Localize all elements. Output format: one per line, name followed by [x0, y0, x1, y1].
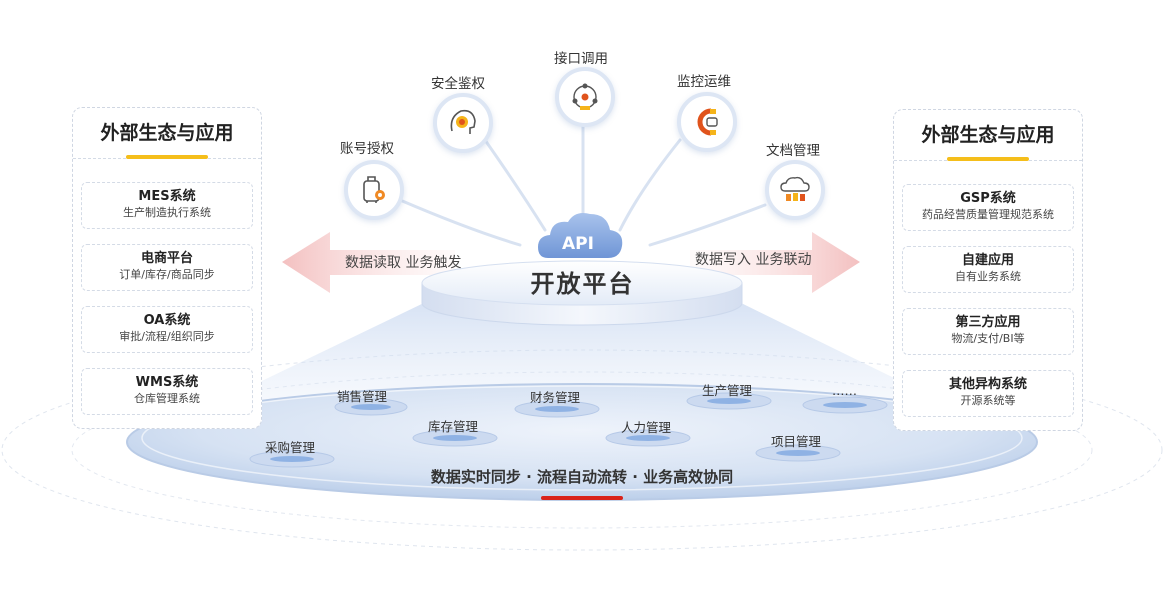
network-icon — [555, 67, 615, 127]
right-card-self-built[interactable]: 自建应用 自有业务系统 — [902, 246, 1074, 293]
card-subtitle: 自有业务系统 — [955, 270, 1021, 283]
left-panel-title-underline — [126, 155, 208, 159]
right-panel-title: 外部生态与应用 — [894, 110, 1082, 161]
module-purchase[interactable]: 采购管理 — [265, 440, 316, 455]
left-panel-title: 外部生态与应用 — [73, 108, 261, 159]
api-cloud-label: API — [562, 234, 594, 254]
module-sales[interactable]: 销售管理 — [337, 389, 388, 404]
right-card-heterogeneous[interactable]: 其他异构系统 开源系统等 — [902, 370, 1074, 417]
left-ecosystem-panel: 外部生态与应用 MES系统 生产制造执行系统 电商平台 订单/库存/商品同步 O… — [72, 107, 262, 429]
module-finance[interactable]: 财务管理 — [530, 390, 581, 405]
luggage-icon — [344, 160, 404, 220]
left-card-ecommerce[interactable]: 电商平台 订单/库存/商品同步 — [81, 244, 253, 291]
card-title: GSP系统 — [960, 191, 1016, 206]
card-subtitle: 生产制造执行系统 — [123, 206, 211, 219]
api-call-node[interactable] — [555, 67, 615, 127]
monitoring-label: 监控运维 — [677, 74, 731, 90]
left-card-oa[interactable]: OA系统 审批/流程/组织同步 — [81, 306, 253, 353]
module-project[interactable]: 项目管理 — [771, 434, 822, 449]
right-ecosystem-panel: 外部生态与应用 GSP系统 药品经营质量管理规范系统 自建应用 自有业务系统 第… — [893, 109, 1083, 431]
card-title: WMS系统 — [135, 375, 199, 390]
card-subtitle: 药品经营质量管理规范系统 — [922, 208, 1054, 221]
left-card-wms[interactable]: WMS系统 仓库管理系统 — [81, 368, 253, 415]
card-title: 自建应用 — [961, 253, 1014, 268]
shield-head-icon — [433, 93, 493, 153]
cloud-database-icon — [765, 160, 825, 220]
monitoring-node[interactable] — [677, 92, 737, 152]
card-title: 第三方应用 — [955, 315, 1021, 330]
docs-node[interactable] — [765, 160, 825, 220]
security-auth-node[interactable] — [433, 93, 493, 153]
module-inventory[interactable]: 库存管理 — [428, 419, 479, 434]
module-hr[interactable]: 人力管理 — [621, 420, 672, 435]
account-auth-node[interactable] — [344, 160, 404, 220]
docs-label: 文档管理 — [766, 143, 820, 159]
card-title: 其他异构系统 — [948, 377, 1027, 392]
card-subtitle: 审批/流程/组织同步 — [119, 330, 215, 343]
api-call-label: 接口调用 — [554, 51, 608, 67]
magnet-icon — [677, 92, 737, 152]
card-subtitle: 开源系统等 — [960, 394, 1016, 407]
card-subtitle: 物流/支付/BI等 — [951, 332, 1025, 345]
right-flow-text: 数据写入 业务联动 — [695, 252, 812, 268]
bottom-slogan: 数据实时同步 · 流程自动流转 · 业务高效协同 — [430, 468, 734, 486]
card-subtitle: 订单/库存/商品同步 — [119, 268, 215, 281]
left-card-mes[interactable]: MES系统 生产制造执行系统 — [81, 182, 253, 229]
right-card-third-party[interactable]: 第三方应用 物流/支付/BI等 — [902, 308, 1074, 355]
module-more: …… — [832, 383, 857, 398]
account-auth-label: 账号授权 — [340, 141, 394, 157]
open-platform-title: 开放平台 — [530, 270, 635, 298]
module-production[interactable]: 生产管理 — [702, 383, 753, 398]
left-flow-text: 数据读取 业务触发 — [345, 255, 462, 271]
card-subtitle: 仓库管理系统 — [134, 392, 200, 405]
security-auth-label: 安全鉴权 — [431, 76, 485, 92]
right-panel-title-underline — [947, 157, 1029, 161]
card-title: OA系统 — [143, 313, 191, 328]
right-card-gsp[interactable]: GSP系统 药品经营质量管理规范系统 — [902, 184, 1074, 231]
card-title: 电商平台 — [140, 251, 193, 266]
card-title: MES系统 — [138, 189, 196, 204]
